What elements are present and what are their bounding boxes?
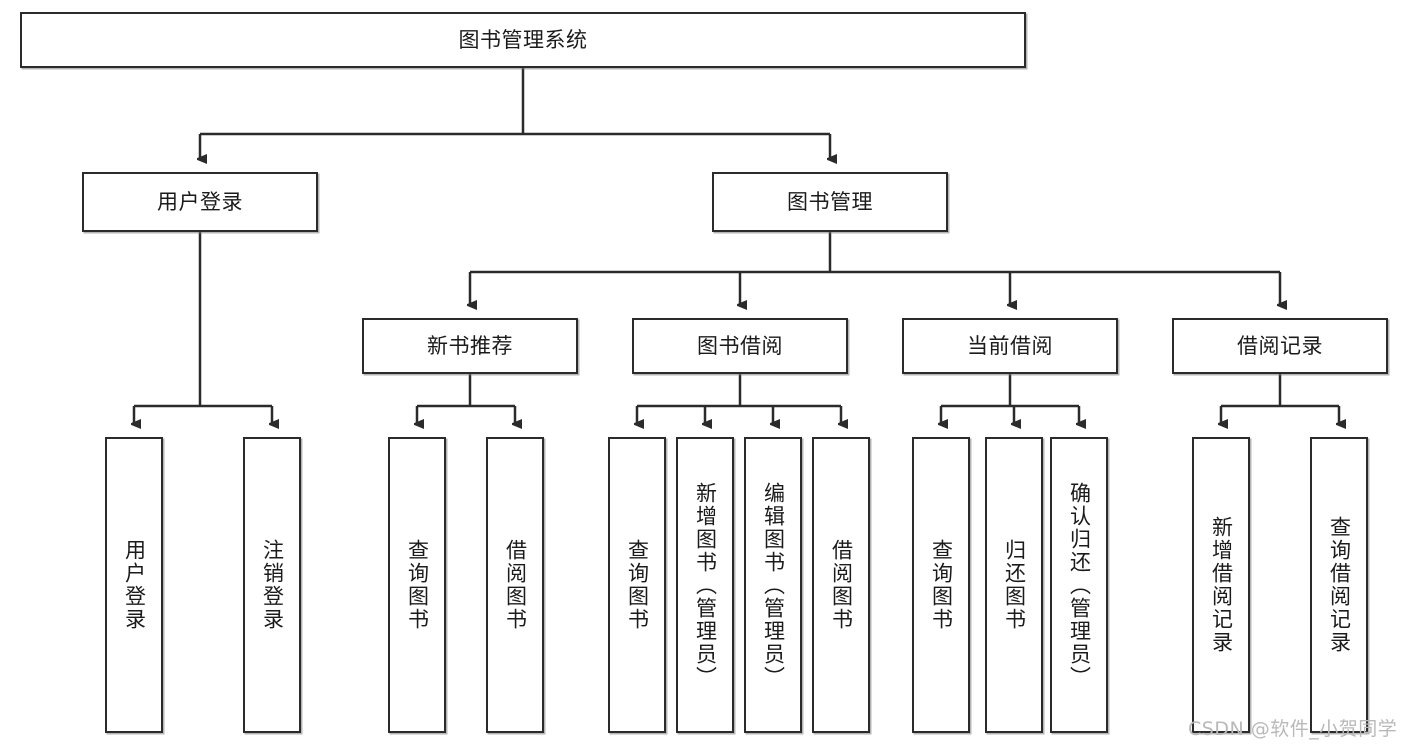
node-leaf-leaf-query-record[interactable]: 查询借阅记录 (1310, 437, 1368, 733)
node-label: 图书管理 (787, 189, 873, 214)
node-label: 查询图书 (929, 539, 954, 631)
node-label: 当前借阅 (967, 333, 1053, 358)
csdn-watermark: CSDN @软件_小贺同学 (1188, 718, 1398, 740)
node-label: 确认归还（管理员） (1067, 481, 1092, 689)
node-book-borrow[interactable]: 图书借阅 (632, 318, 848, 374)
node-user-login[interactable]: 用户登录 (82, 172, 318, 232)
node-label: 新增图书（管理员） (693, 481, 718, 689)
node-new-book-rec[interactable]: 新书推荐 (362, 318, 578, 374)
node-borrow-records[interactable]: 借阅记录 (1172, 318, 1388, 374)
node-label: 查询借阅记录 (1327, 516, 1352, 654)
node-label: 借阅图书 (829, 539, 854, 631)
node-label: 查询图书 (405, 539, 430, 631)
node-label: 用户登录 (157, 189, 243, 214)
node-leaf-leaf-add-record[interactable]: 新增借阅记录 (1192, 437, 1250, 733)
node-label: 新增借阅记录 (1209, 516, 1234, 654)
node-root-book-management-system[interactable]: 图书管理系统 (20, 12, 1026, 68)
node-leaf-leaf-confirm-return[interactable]: 确认归还（管理员） (1050, 437, 1108, 733)
node-label: 图书管理系统 (458, 27, 588, 52)
node-leaf-leaf-borrow-book-1[interactable]: 借阅图书 (486, 437, 544, 733)
node-book-manage[interactable]: 图书管理 (712, 172, 948, 232)
node-leaf-leaf-user-login[interactable]: 用户登录 (105, 437, 163, 733)
node-leaf-leaf-borrow-book-2[interactable]: 借阅图书 (812, 437, 870, 733)
node-label: 借阅图书 (503, 539, 528, 631)
node-label: 归还图书 (1002, 539, 1027, 631)
node-label: 注销登录 (260, 539, 285, 631)
node-leaf-leaf-query-book-2[interactable]: 查询图书 (608, 437, 666, 733)
node-leaf-leaf-edit-book[interactable]: 编辑图书（管理员） (744, 437, 802, 733)
node-label: 新书推荐 (427, 333, 513, 358)
node-leaf-leaf-query-book-3[interactable]: 查询图书 (912, 437, 970, 733)
node-label: 借阅记录 (1237, 333, 1323, 358)
node-leaf-leaf-return-book[interactable]: 归还图书 (985, 437, 1043, 733)
node-label: 图书借阅 (697, 333, 783, 358)
node-label: 查询图书 (625, 539, 650, 631)
node-current-borrow[interactable]: 当前借阅 (902, 318, 1118, 374)
node-leaf-leaf-logout[interactable]: 注销登录 (243, 437, 301, 733)
node-label: 用户登录 (122, 539, 147, 631)
node-label: 编辑图书（管理员） (761, 481, 786, 689)
node-leaf-leaf-query-book-1[interactable]: 查询图书 (388, 437, 446, 733)
node-leaf-leaf-add-book[interactable]: 新增图书（管理员） (676, 437, 734, 733)
